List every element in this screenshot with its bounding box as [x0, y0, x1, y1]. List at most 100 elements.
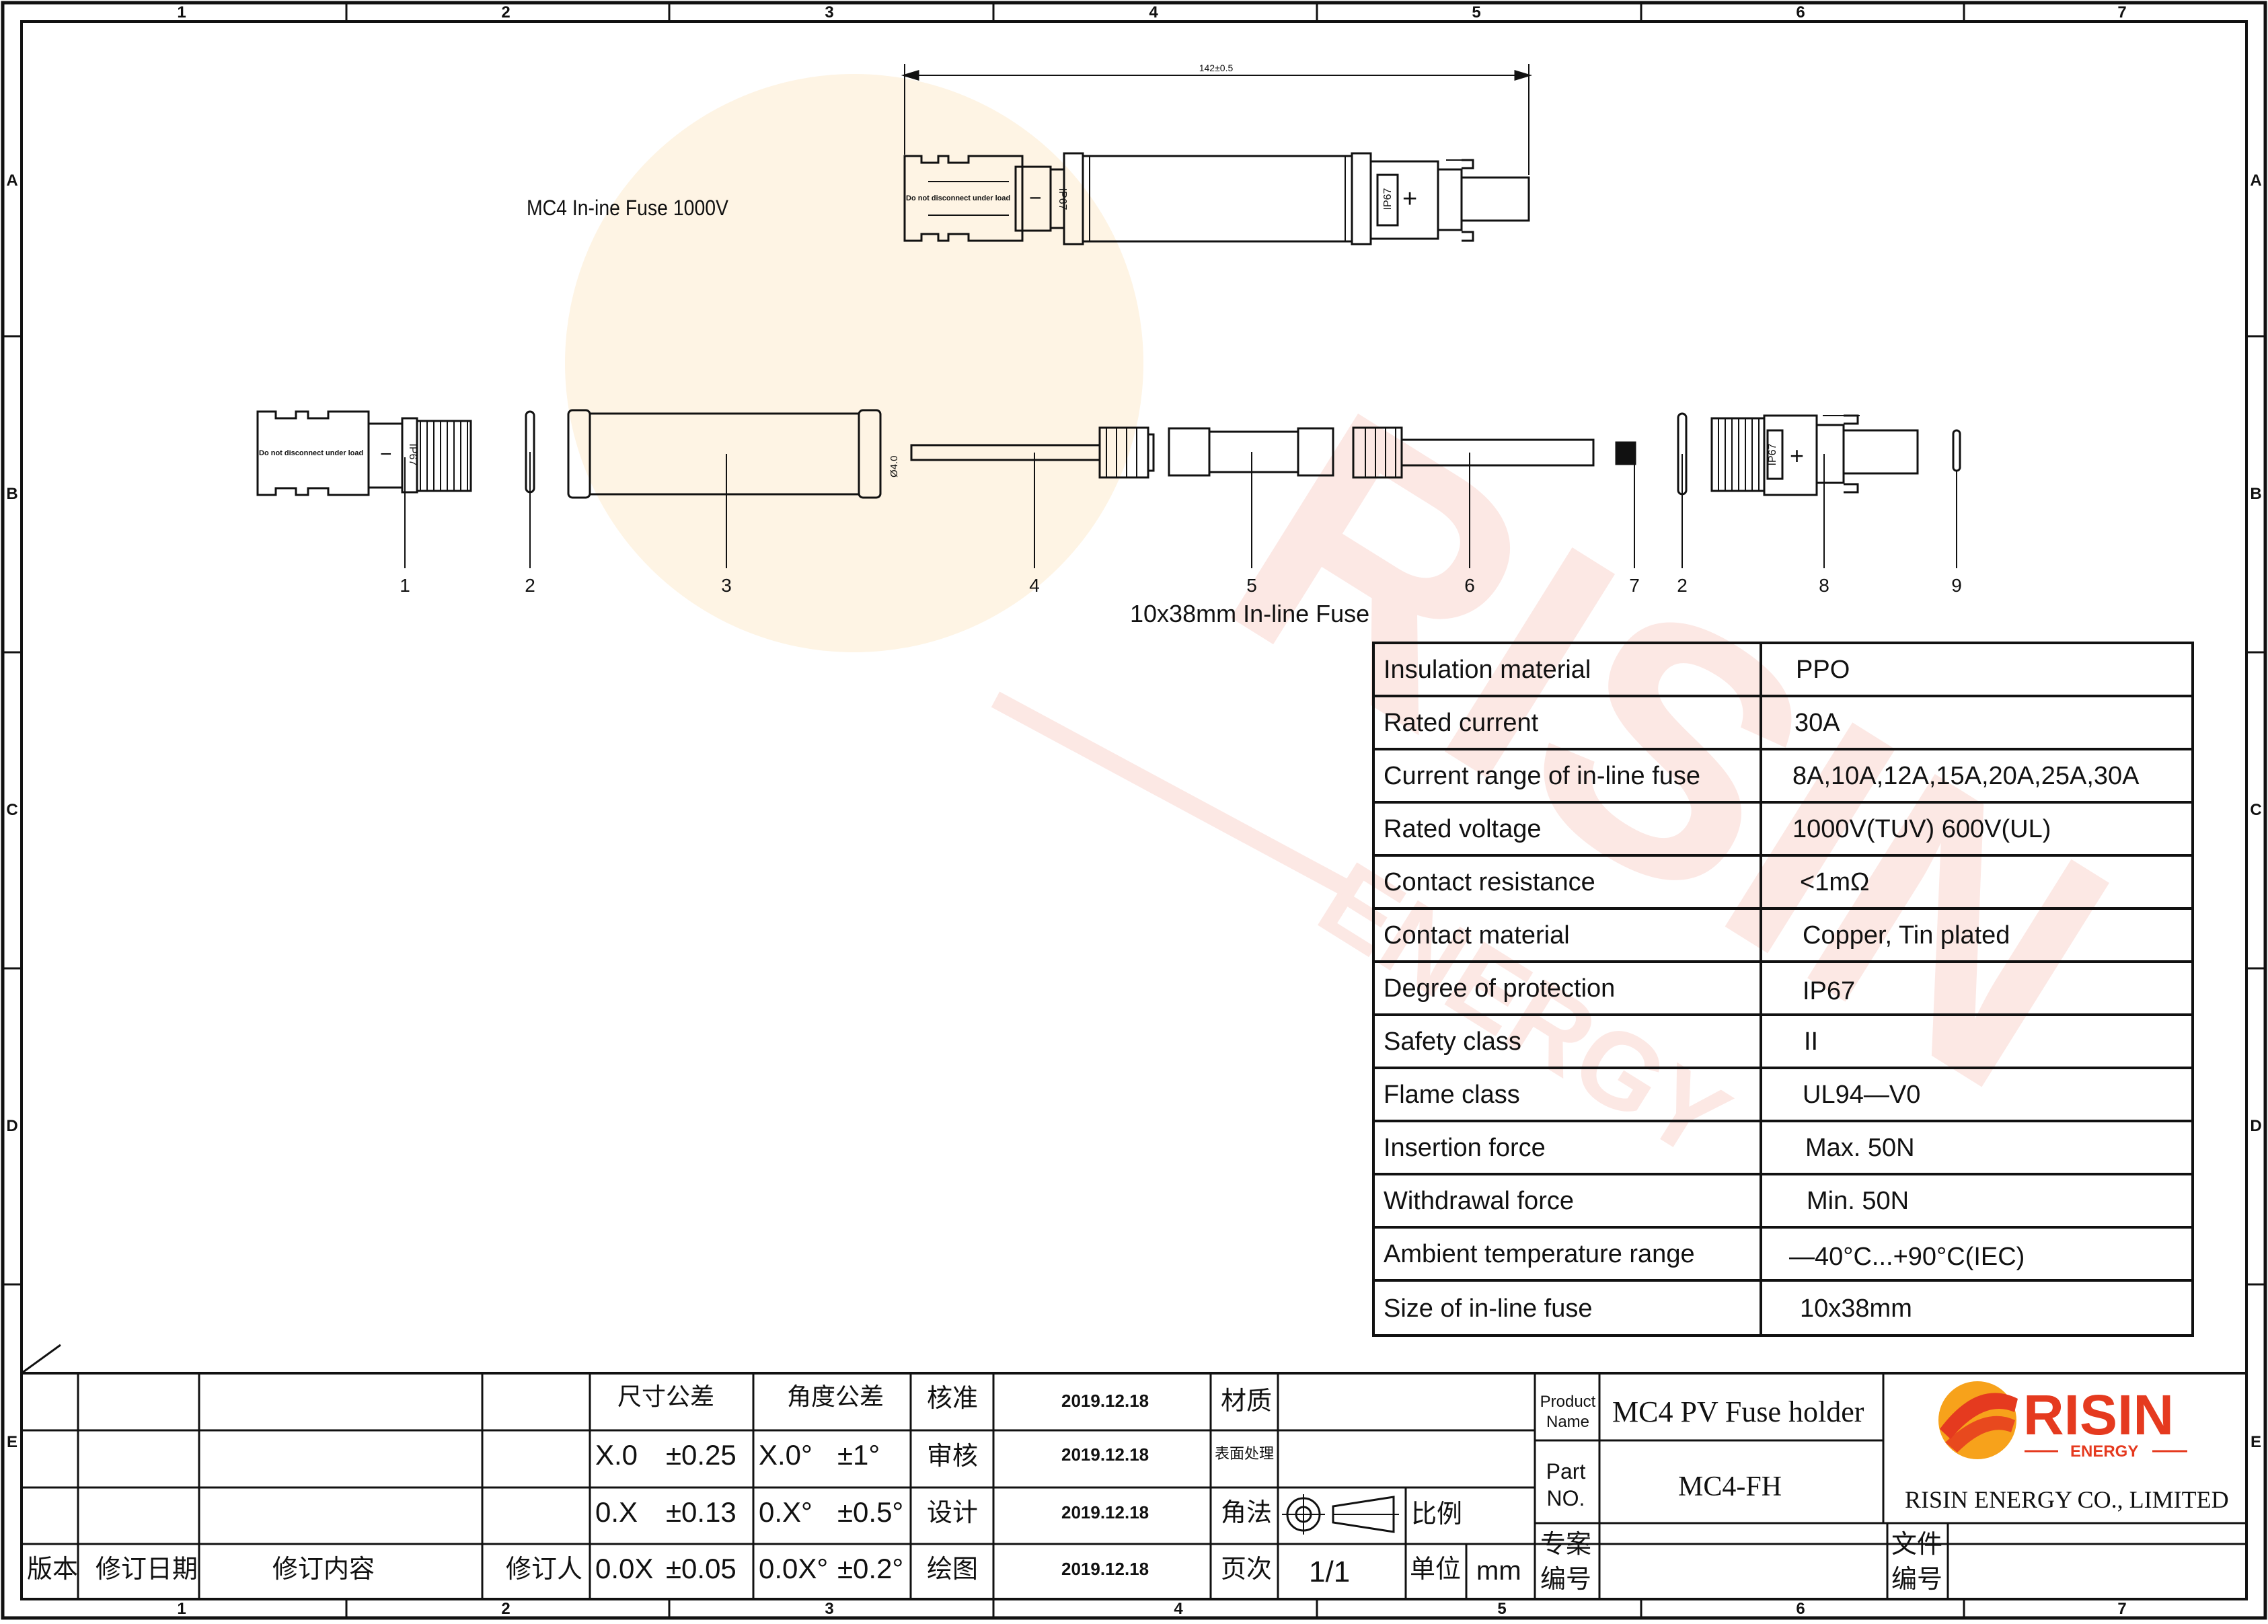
version-header: 版本 — [27, 1554, 79, 1584]
file-no-label: 文件编号 — [1891, 1529, 1943, 1594]
exploded-view — [256, 409, 1961, 568]
part-no-label: Part NO. — [1546, 1459, 1586, 1510]
part-number: 7 — [1629, 575, 1640, 596]
row-label-right: C — [2250, 801, 2261, 819]
exploded-plus-sign: + — [1790, 442, 1804, 469]
row-label-left: A — [6, 171, 17, 190]
angle-tolerance-header: 角度公差 — [787, 1383, 884, 1411]
row-label-left: B — [6, 485, 17, 503]
approve-label: 核准 — [927, 1383, 979, 1413]
exploded-ip-label: IP67 — [407, 444, 418, 466]
page-label: 页次 — [1221, 1554, 1273, 1584]
spec-value: —40°C...+90°C(IEC) — [1789, 1243, 2025, 1271]
col-label-top: 4 — [1149, 3, 1158, 22]
row-label-left: C — [6, 801, 17, 819]
part-number: 9 — [1951, 575, 1962, 596]
part-number: 5 — [1246, 575, 1257, 596]
spec-label: Withdrawal force — [1384, 1187, 1574, 1215]
angle-tol-code: X.0° — [759, 1439, 812, 1471]
spec-label: Contact material — [1384, 921, 1570, 950]
col-label-bottom: 7 — [2117, 1600, 2126, 1618]
product-name-label: Product Name — [1540, 1393, 1596, 1431]
risin-logo-icon — [1938, 1381, 2187, 1459]
assembled-ip-label: IP67 — [1057, 188, 1068, 210]
col-label-bottom: 6 — [1796, 1600, 1805, 1618]
spec-label: Safety class — [1384, 1028, 1521, 1056]
dim-tol-value: ±0.05 — [666, 1553, 736, 1584]
spec-label: Contact resistance — [1384, 868, 1595, 896]
angle-tol-value: ±0.5° — [837, 1496, 904, 1528]
col-label-bottom: 1 — [177, 1600, 186, 1618]
draw-date: 2019.12.18 — [1061, 1559, 1149, 1579]
frame-labels: 1 2 3 4 5 6 7 1 2 3 4 5 6 7 A B C D E A … — [6, 3, 2261, 1618]
col-label-bottom: 2 — [501, 1600, 510, 1618]
spec-label: Rated current — [1384, 709, 1539, 737]
dim-tol-code: 0.X — [595, 1496, 638, 1528]
spec-label: Size of in-line fuse — [1384, 1294, 1593, 1323]
spec-label: Current range of in-line fuse — [1384, 762, 1701, 790]
surface-treatment-label: 表面处理 — [1215, 1446, 1275, 1463]
projection-symbol-icon — [1282, 1494, 1399, 1535]
diameter-label: Ø4.0 — [889, 455, 900, 477]
spec-value: Max. 50N — [1805, 1134, 1915, 1162]
review-date: 2019.12.18 — [1061, 1444, 1149, 1465]
row-label-right: E — [2251, 1433, 2261, 1451]
col-label-top: 1 — [177, 3, 186, 22]
revision-date-header: 修订日期 — [96, 1554, 198, 1584]
revision-content-header: 修订内容 — [272, 1554, 375, 1584]
row-label-left: E — [7, 1433, 17, 1451]
col-label-bottom: 3 — [825, 1600, 833, 1618]
draw-label: 绘图 — [927, 1554, 979, 1584]
assembled-plus-sign: + — [1402, 185, 1417, 213]
assembled-view — [901, 64, 1533, 245]
reviser-header: 修订人 — [506, 1554, 583, 1584]
spec-value: 1000V(TUV) 600V(UL) — [1792, 815, 2051, 843]
part-9-pin — [1952, 429, 1961, 472]
part-number: 4 — [1029, 575, 1040, 596]
exploded-warning-text: Do not disconnect under load — [259, 449, 363, 457]
col-label-top: 2 — [501, 3, 510, 22]
spec-label: Degree of protection — [1384, 974, 1616, 1003]
dim-tol-value: ±0.25 — [666, 1439, 736, 1471]
spec-label: Insulation material — [1384, 656, 1591, 684]
spec-table-grid — [1372, 642, 2194, 1337]
review-label: 审核 — [927, 1441, 979, 1471]
spec-value: <1mΩ — [1800, 868, 1870, 896]
part-1-female-connector — [256, 410, 370, 496]
part-number: 6 — [1464, 575, 1475, 596]
approve-date: 2019.12.18 — [1061, 1391, 1149, 1411]
part-number: 2 — [525, 575, 535, 596]
exploded-ip-label: IP67 — [1767, 443, 1778, 465]
part-number: 2 — [1677, 575, 1688, 596]
spec-value: UL94—V0 — [1803, 1081, 1921, 1109]
part-5-fuse — [1168, 427, 1211, 477]
material-label: 材质 — [1221, 1386, 1273, 1416]
row-label-right: D — [2250, 1117, 2261, 1135]
spec-value: Min. 50N — [1807, 1187, 1910, 1215]
part-number: 1 — [400, 575, 410, 596]
company-logo-text: RISIN — [2023, 1383, 2175, 1446]
page-value: 1/1 — [1309, 1555, 1351, 1588]
spec-label: Rated voltage — [1384, 815, 1542, 843]
col-label-top: 3 — [825, 3, 833, 22]
angle-tol-code: 0.0X° — [759, 1553, 829, 1584]
row-label-right: B — [2250, 485, 2261, 503]
col-label-top: 5 — [1472, 3, 1480, 22]
dim-tol-code: X.0 — [595, 1439, 638, 1471]
design-label: 设计 — [927, 1498, 979, 1527]
unit-value: mm — [1476, 1556, 1521, 1586]
company-logo-subtext: ENERGY — [2070, 1442, 2139, 1461]
design-date: 2019.12.18 — [1061, 1502, 1149, 1522]
projection-label: 角法 — [1221, 1498, 1273, 1527]
spec-value: IP67 — [1803, 977, 1856, 1005]
part-numbers: 1 2 3 4 5 6 7 2 8 9 — [400, 575, 1962, 596]
assembled-minus-sign: − — [1029, 186, 1042, 210]
company-name: RISIN ENERGY CO., LIMITED — [1905, 1486, 2229, 1513]
spec-value: Copper, Tin plated — [1803, 921, 2010, 950]
length-dimension: 142±0.5 — [1199, 63, 1234, 73]
col-label-top: 6 — [1796, 3, 1805, 22]
title-block-grid — [21, 1344, 2246, 1599]
